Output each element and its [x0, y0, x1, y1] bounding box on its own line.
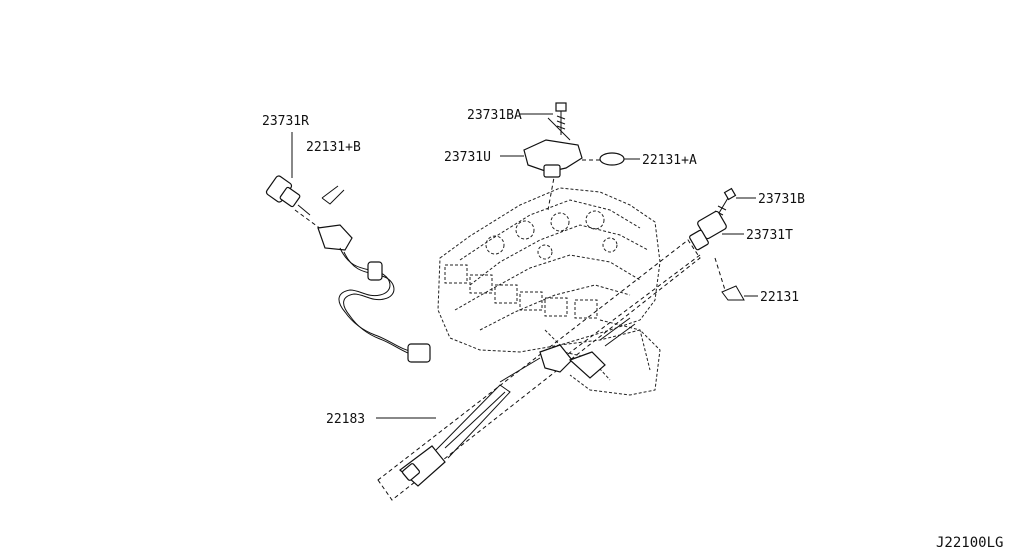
oring-22131a [599, 152, 625, 166]
bolt-23731ba [555, 102, 567, 135]
clip-22131 [721, 285, 745, 301]
label-23731b: 23731B [758, 192, 805, 207]
label-22131: 22131 [760, 290, 799, 305]
label-23731r: 23731R [262, 114, 309, 129]
callout-lines [291, 113, 758, 419]
label-22131b: 22131+B [306, 140, 361, 155]
label-23731t: 23731T [746, 228, 793, 243]
clip-22131b [321, 185, 345, 205]
wire-harness [317, 224, 431, 363]
bolt-23731b [714, 187, 737, 219]
label-22183: 22183 [326, 412, 365, 427]
label-22131a: 22131+A [642, 153, 697, 168]
label-23731u: 23731U [444, 150, 491, 165]
sensor-23731t [689, 210, 727, 251]
harness-22183 [377, 239, 701, 501]
diagram-code: J22100LG [936, 535, 1003, 551]
sensor-23731r [265, 175, 311, 216]
label-23731ba: 23731BA [467, 108, 522, 123]
leader-lines [294, 159, 726, 361]
sensor-23731u [523, 117, 583, 178]
